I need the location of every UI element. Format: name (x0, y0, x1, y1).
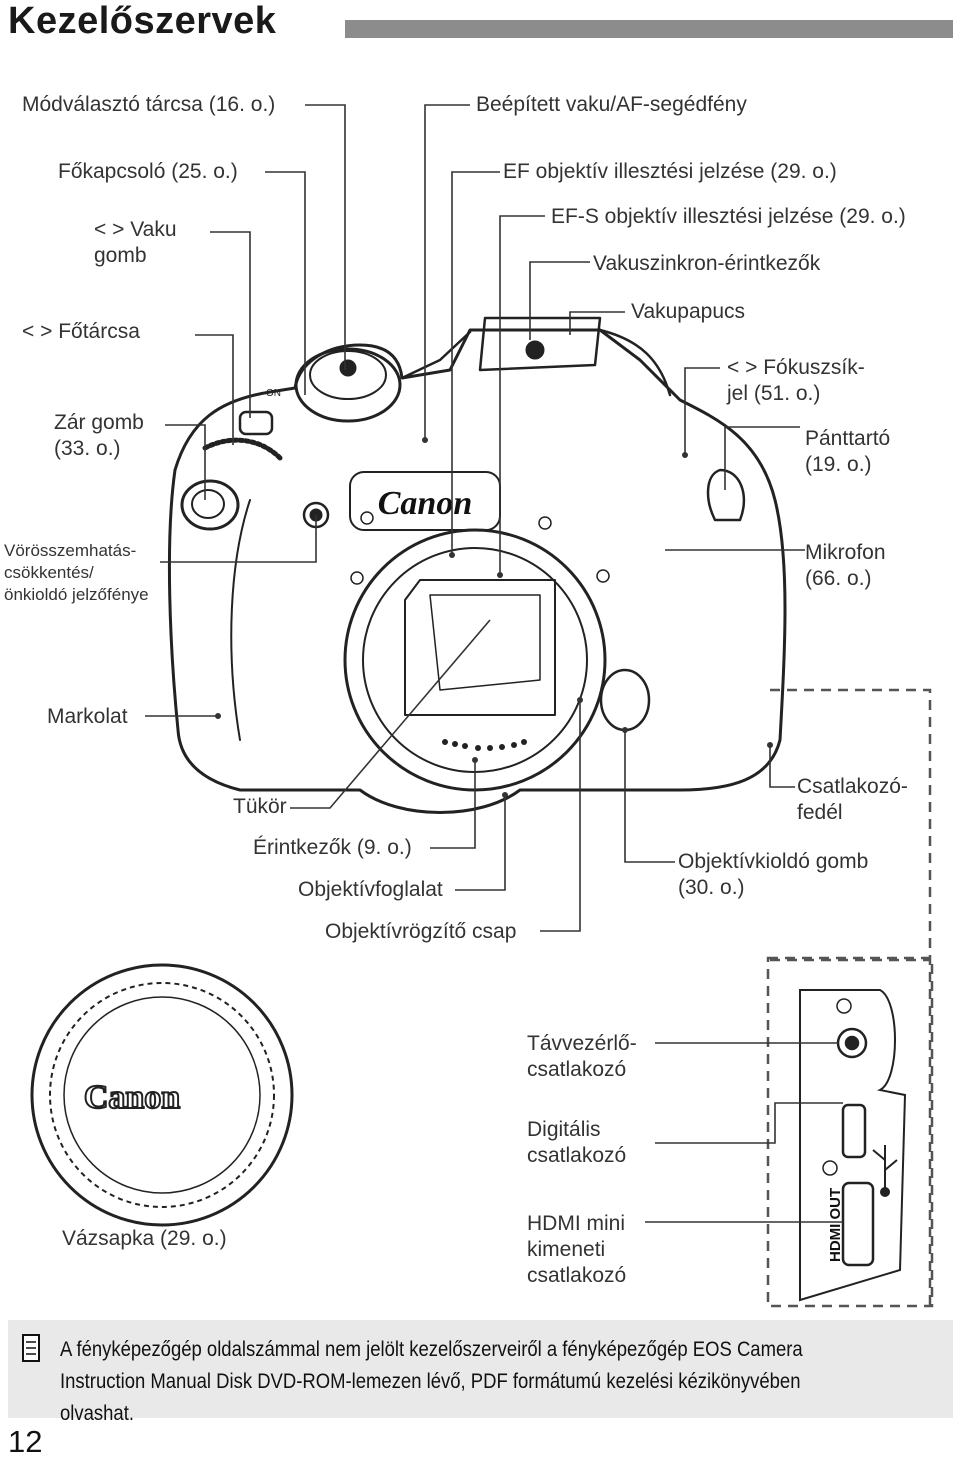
lens-mount-ring (343, 528, 607, 792)
prism-top (400, 328, 672, 397)
label-red-eye: Vörösszemhatás- csökkentés/ önkioldó jel… (4, 541, 149, 604)
body-screws (350, 511, 610, 585)
shutter-button (180, 479, 240, 531)
main-dial (202, 437, 283, 461)
title-rule (345, 20, 953, 38)
note-text: A fényképezőgép oldalszámmal nem jelölt … (60, 1338, 803, 1425)
label-lens-lock-pin: Objektívrögzítő csap (325, 920, 517, 943)
flash-button (238, 410, 274, 436)
label-body-cap: Vázsapka (29. o.) (62, 1227, 227, 1250)
label-remote-terminal: Távvezérlő- csatlakozó (527, 1032, 637, 1081)
label-strap-mount: Pánttartó (19. o.) (805, 427, 891, 476)
leader-lines (145, 104, 843, 1223)
cap-brand-text: Canon (84, 1079, 180, 1116)
note-box: A fényképezőgép oldalszámmal nem jelölt … (8, 1320, 953, 1425)
body-cap (30, 963, 294, 1227)
power-on-text: ON (266, 388, 281, 399)
camera-body-outline (167, 328, 787, 814)
strap-mount (706, 468, 746, 522)
page-number: 12 (8, 1424, 43, 1459)
terminal-cover-outline (770, 688, 932, 1305)
mode-dial (294, 347, 402, 423)
label-contacts: Érintkezők (9. o.) (253, 836, 412, 859)
label-main-dial: < > Főtárcsa (22, 320, 140, 343)
label-efs-index: EF-S objektív illesztési jelzése (29. o.… (551, 205, 906, 228)
label-power-switch: Főkapcsoló (25. o.) (58, 160, 238, 183)
label-focal-plane: < > Fókuszsík- jel (51. o.) (727, 356, 865, 405)
terminal-panel-outline (766, 956, 934, 1308)
lens-release-button (599, 668, 651, 732)
label-ef-index: EF objektív illesztési jelzése (29. o.) (503, 160, 837, 183)
hdmi-terminal-port (841, 1181, 875, 1267)
label-microphone: Mikrofon (66. o.) (805, 541, 886, 590)
label-hdmi-terminal: HDMI mini kimeneti csatlakozó (527, 1212, 627, 1287)
usb-icon (872, 1145, 898, 1197)
mount-contacts (442, 739, 527, 751)
label-mode-dial: Módválasztó tárcsa (16. o.) (22, 93, 276, 116)
label-hot-shoe: Vakupapucs (631, 300, 746, 323)
mirror-box (404, 579, 556, 716)
label-flash-button: < > Vaku gomb (94, 218, 177, 267)
digital-terminal-port (841, 1103, 867, 1159)
grip-curve (230, 499, 251, 741)
note-icon (22, 1334, 40, 1362)
mirror (429, 594, 541, 691)
label-built-in-flash: Beépített vaku/AF-segédfény (476, 93, 747, 116)
label-lens-mount: Objektívfoglalat (298, 878, 443, 901)
hot-shoe (478, 316, 602, 372)
label-lens-release: Objektívkioldó gomb (30. o.) (678, 850, 869, 899)
camera-brand-text: Canon (378, 485, 473, 522)
label-grip: Markolat (47, 705, 128, 728)
label-flash-sync: Vakuszinkron-érintkezők (593, 252, 821, 275)
label-shutter-button: Zár gomb (33. o.) (54, 411, 144, 460)
label-mirror: Tükör (233, 795, 287, 818)
label-digital-terminal: Digitális csatlakozó (527, 1118, 627, 1167)
page-title: Kezelőszervek (8, 0, 277, 42)
label-terminal-cover: Csatlakozó- fedél (797, 775, 908, 824)
hdmi-port-text: HDMI OUT (827, 1188, 844, 1262)
camera-diagram: Canon ON HDMI OUT Canon (30, 104, 934, 1308)
